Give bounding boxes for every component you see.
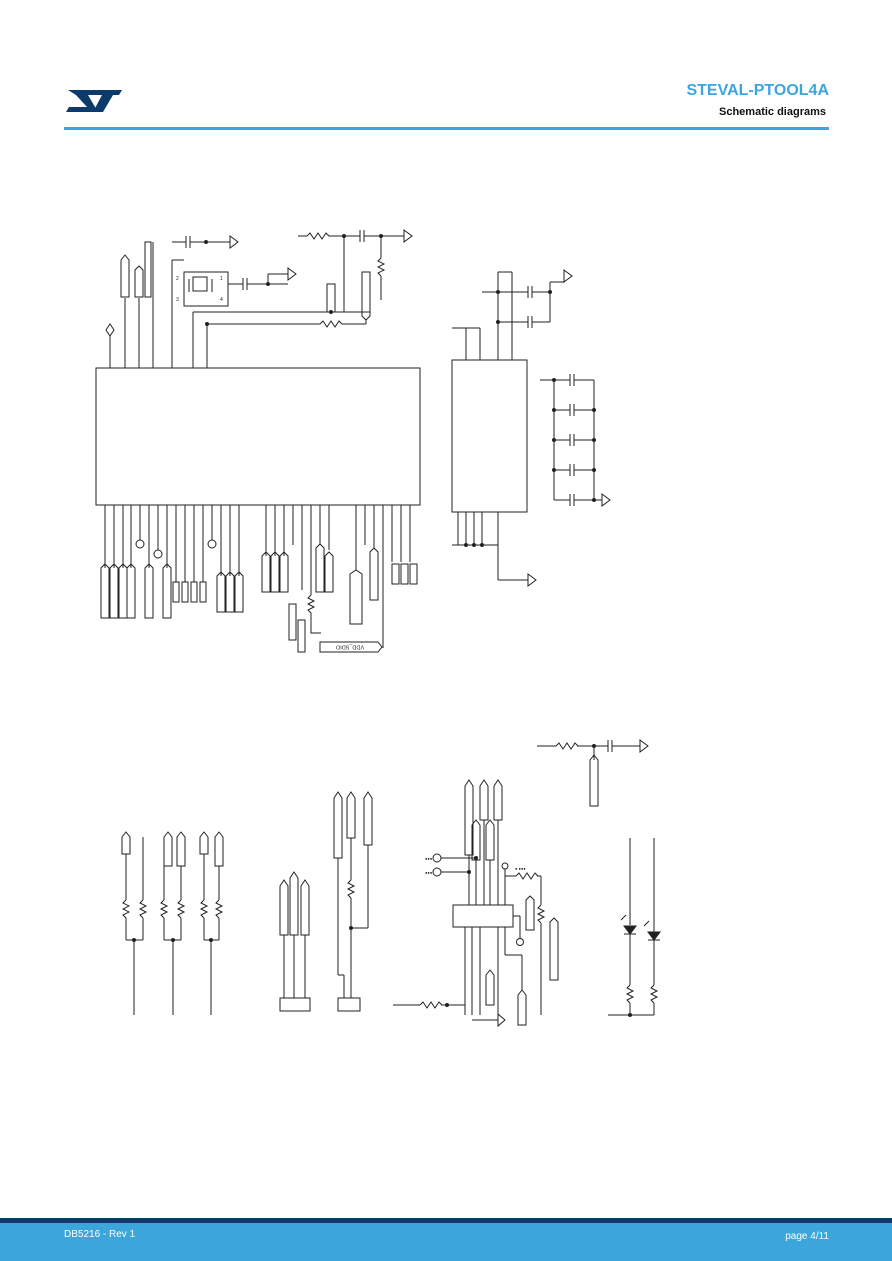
mcu-ic (95, 367, 421, 506)
svg-text:1: 1 (220, 276, 223, 282)
reset-rc-network (193, 229, 413, 328)
header-connector-group (279, 791, 373, 1012)
mcu-bottom-connectors (100, 539, 418, 653)
section-subtitle: Schematic diagrams (719, 106, 826, 118)
document-title: STEVAL-PTOOL4A (686, 82, 829, 99)
crystal-caps (171, 235, 297, 310)
resistor-group-1 (121, 831, 224, 1015)
svg-text:●●●: ●●● (425, 870, 433, 875)
crystal-oscillator: 2 3 1 4 (176, 271, 229, 307)
power-supply-rc (537, 739, 649, 807)
regulator-ic (451, 359, 528, 513)
svg-text:●●●: ●●● (425, 856, 433, 861)
status-leds (608, 838, 661, 1017)
mcu-top-pins (105, 242, 208, 368)
decoupling-cap-bank (540, 374, 611, 507)
st-logo-icon (66, 90, 122, 112)
vdd-sdio-label: VDD_SDIO (335, 644, 364, 650)
svg-text:4: 4 (220, 297, 223, 303)
svg-text:● ●●●: ● ●●● (515, 866, 526, 871)
usb-interface-ic: ●●● ●●● ● ●●● (393, 779, 559, 1028)
regulator-connections (452, 269, 573, 587)
mcu-bottom-pins (104, 505, 411, 648)
footer-top-band (0, 1218, 892, 1223)
footer-band (0, 1223, 892, 1261)
mcu-top-connectors (120, 241, 152, 298)
document-revision: DB5216 - Rev 1 (64, 1229, 136, 1240)
header-rule (64, 127, 829, 130)
svg-text:2: 2 (176, 276, 179, 282)
page-number: page 4/11 (785, 1231, 829, 1242)
vdd-sdio-net-label: VDD_SDIO (319, 641, 383, 653)
svg-text:3: 3 (176, 297, 179, 303)
